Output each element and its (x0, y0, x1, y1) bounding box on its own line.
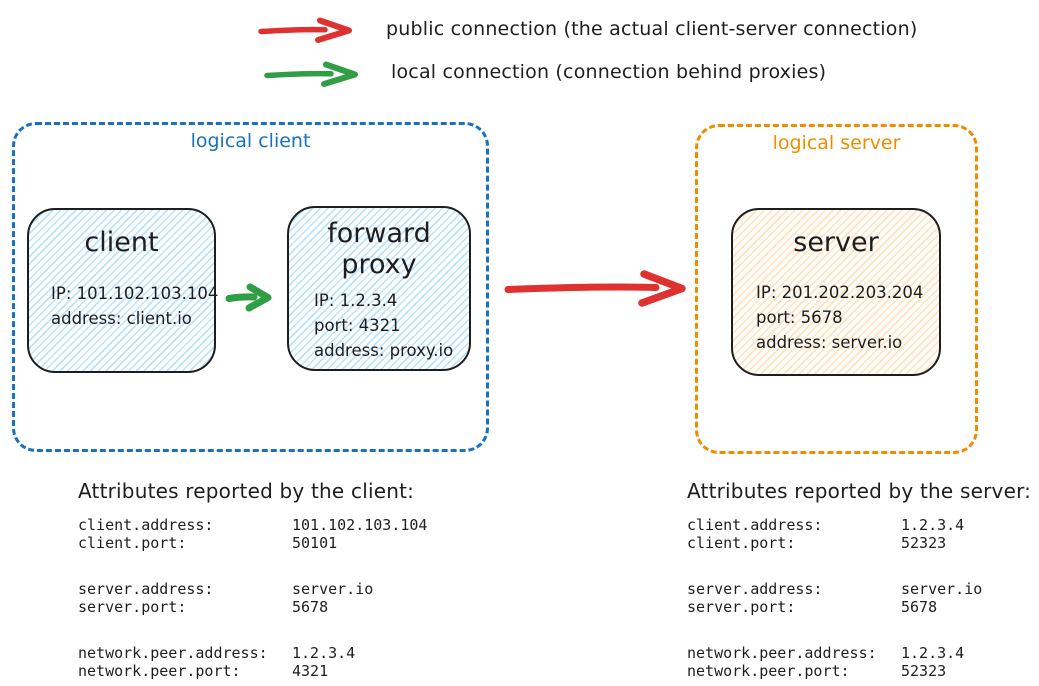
server-attributes-title: Attributes reported by the server: (687, 479, 1032, 503)
forward-proxy-node: forward proxy IP: 1.2.3.4 port: 4321 add… (287, 206, 471, 371)
attribute-key: client.port: (78, 533, 187, 552)
forward-proxy-node-title: forward proxy (327, 218, 431, 281)
proxy-node-port: port: 4321 (314, 316, 401, 336)
server-node-details: IP: 201.202.203.204 port: 5678 address: … (756, 280, 939, 355)
attribute-key: network.peer.address: (687, 644, 877, 662)
server-node-title: server (793, 227, 879, 258)
proxy-node-ip: IP: 1.2.3.4 (314, 291, 398, 311)
attribute-key: client.address: (687, 516, 823, 534)
attribute-row: client.address: 101.102.103.104 (78, 516, 428, 535)
attribute-value: 52323 (901, 533, 947, 552)
attribute-row: client.port: 50101 (78, 533, 427, 553)
attribute-row: client.port: 52323 (687, 533, 982, 553)
server-node: server IP: 201.202.203.204 port: 5678 ad… (731, 208, 941, 376)
attribute-value: 1.2.3.4 (901, 644, 965, 662)
server-node-port: port: 5678 (756, 308, 843, 328)
attribute-value: server.io (292, 580, 374, 598)
attribute-key: network.peer.port: (687, 661, 850, 680)
client-attributes-table: client.address: 101.102.103.104 client.p… (78, 516, 428, 681)
client-node-address: address: client.io (51, 309, 192, 329)
attribute-row: network.peer.port: 52323 (687, 661, 982, 681)
attribute-row: network.peer.address: 1.2.3.4 (687, 644, 982, 663)
attribute-value: server.io (901, 580, 983, 598)
attribute-key: client.address: (78, 516, 214, 534)
attribute-value: 52323 (901, 661, 947, 680)
public-connection-legend-label: public connection (the actual client-ser… (386, 18, 918, 40)
attribute-value: 101.102.103.104 (292, 516, 428, 534)
attribute-key: server.port: (687, 597, 796, 616)
local-connection-arrow-icon (263, 60, 363, 88)
attribute-row: network.peer.address: 1.2.3.4 (78, 644, 427, 663)
server-node-ip: IP: 201.202.203.204 (756, 283, 924, 303)
logical-server-group: logical server (695, 124, 978, 454)
server-node-address: address: server.io (756, 333, 903, 353)
attribute-value: 50101 (292, 533, 338, 552)
attribute-row: server.address: server.io (687, 580, 983, 599)
logical-client-label: logical client (190, 130, 311, 152)
attribute-value: 5678 (292, 597, 329, 616)
forward-proxy-node-details: IP: 1.2.3.4 port: 4321 address: proxy.io (314, 288, 469, 363)
client-node-title: client (84, 227, 159, 258)
public-connection-arrow-icon (257, 16, 357, 44)
local-connection-arrow-icon (225, 281, 275, 313)
client-node-ip: IP: 101.102.103.104 (51, 284, 219, 304)
logical-server-label: logical server (772, 132, 901, 154)
attribute-row: server.port: 5678 (78, 597, 427, 617)
attribute-row: client.address: 1.2.3.4 (687, 516, 982, 535)
attribute-value: 1.2.3.4 (901, 516, 965, 534)
attribute-key: client.port: (687, 533, 796, 552)
attribute-row: server.port: 5678 (687, 597, 982, 617)
attribute-value: 5678 (901, 597, 938, 616)
attribute-row: network.peer.port: 4321 (78, 661, 427, 681)
attribute-row: server.address: server.io (78, 580, 427, 599)
client-node: client IP: 101.102.103.104 address: clie… (27, 208, 219, 373)
client-attributes-title: Attributes reported by the client: (78, 479, 415, 503)
server-attributes-table: client.address: 1.2.3.4 client.port: 523… (687, 516, 983, 681)
proxy-node-address: address: proxy.io (314, 341, 454, 361)
attribute-key: network.peer.address: (78, 644, 268, 662)
attribute-key: server.port: (78, 597, 187, 616)
attribute-value: 1.2.3.4 (292, 644, 356, 662)
local-connection-legend-label: local connection (connection behind prox… (391, 61, 827, 83)
client-node-details: IP: 101.102.103.104 address: client.io (51, 281, 219, 331)
attribute-key: server.address: (78, 580, 214, 598)
public-connection-arrow-icon (503, 268, 693, 308)
attribute-value: 4321 (292, 661, 329, 680)
logical-client-group: logical client (12, 122, 489, 452)
attribute-key: server.address: (687, 580, 823, 598)
attribute-key: network.peer.port: (78, 661, 241, 680)
